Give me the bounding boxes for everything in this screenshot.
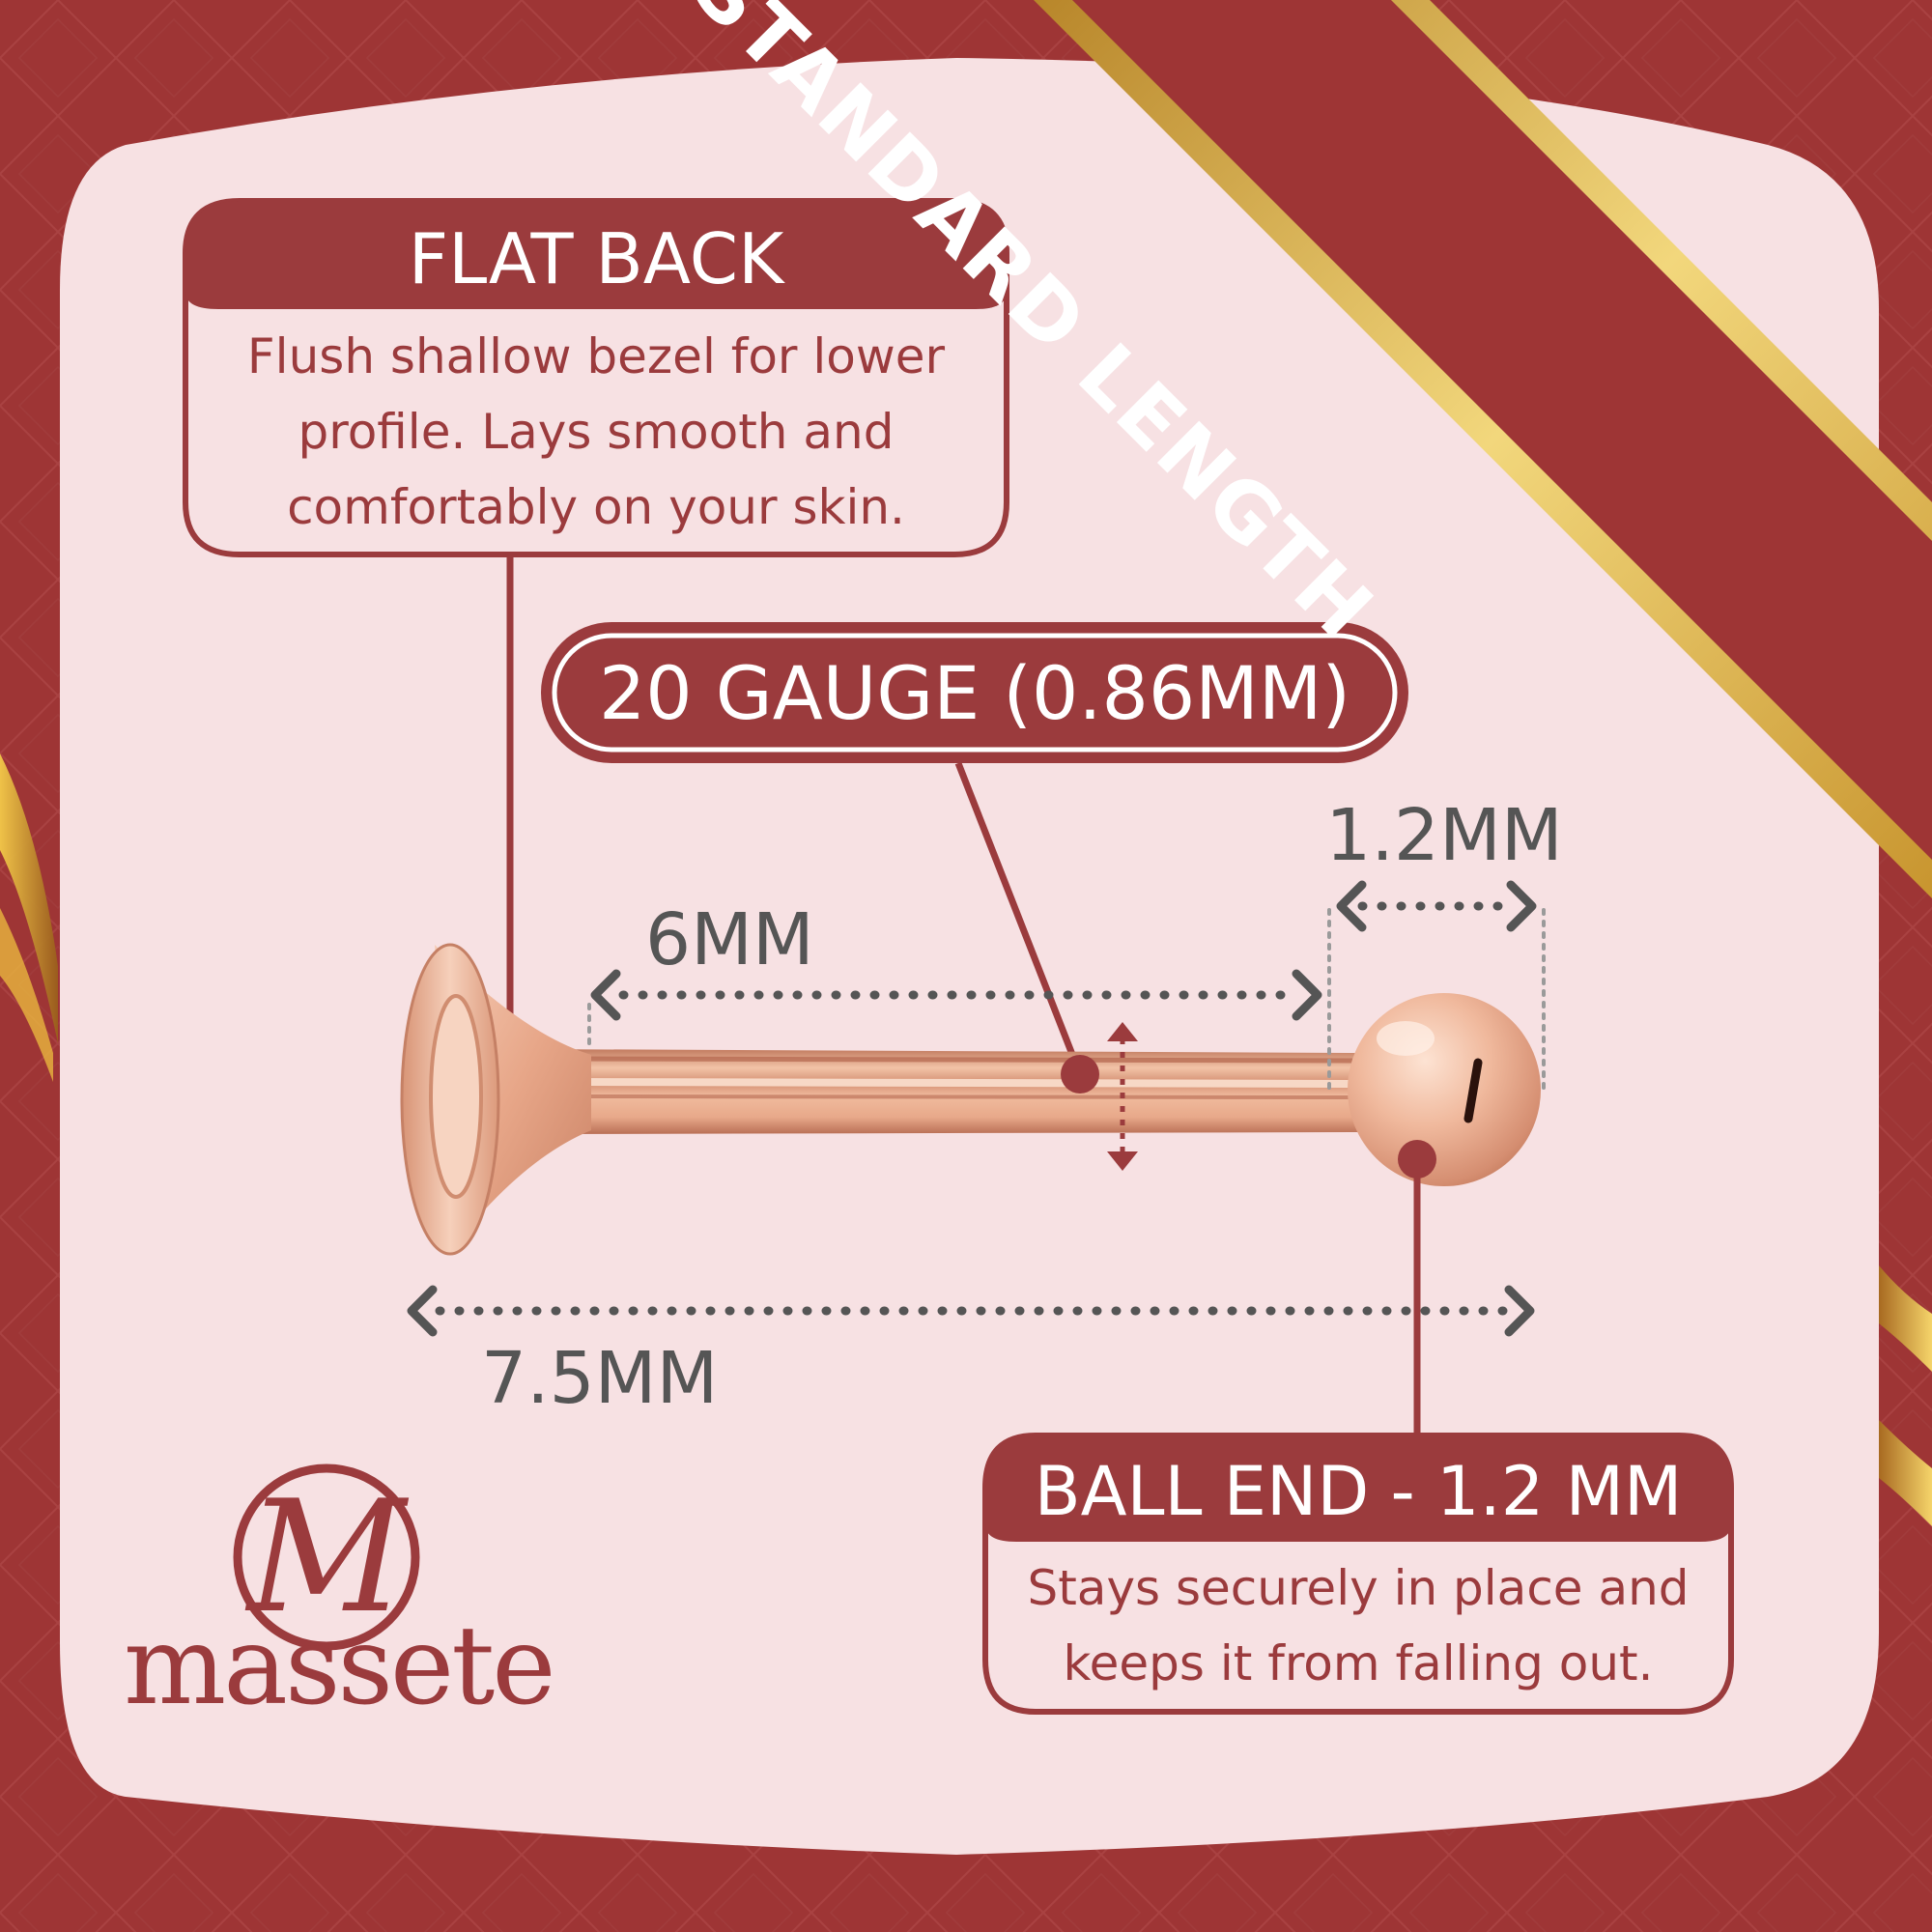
ball-end-description: Stays securely in place and keeps it fro… — [1027, 1560, 1690, 1691]
ball-end-sphere — [1348, 993, 1541, 1186]
total-length-label: 7.5MM — [481, 1337, 719, 1420]
banner-gold-border — [1034, 0, 1932, 898]
flat-back-header — [185, 201, 1007, 309]
banner-ribbon — [1072, 0, 1932, 860]
ball-end-pointer-dot — [1398, 1140, 1436, 1179]
flat-back-title: FLAT BACK — [408, 218, 784, 299]
gauge-pill — [541, 622, 1408, 763]
brand-monogram: M — [247, 1466, 406, 1647]
flat-back-description: Flush shallow bezel for lower profile. L… — [246, 328, 946, 535]
post-rod — [522, 1049, 1362, 1134]
ball-end-header — [985, 1435, 1731, 1542]
post-length-label: 6MM — [645, 898, 814, 981]
ball-end-title: BALL END - 1.2 MM — [1034, 1452, 1683, 1531]
logo-ring — [233, 1463, 420, 1651]
gauge-label: 20 GAUGE (0.86MM) — [598, 650, 1351, 736]
ball-diameter-label: 1.2MM — [1325, 794, 1563, 877]
gauge-pointer-dot — [1061, 1055, 1099, 1094]
brand-name: massete — [124, 1604, 556, 1729]
